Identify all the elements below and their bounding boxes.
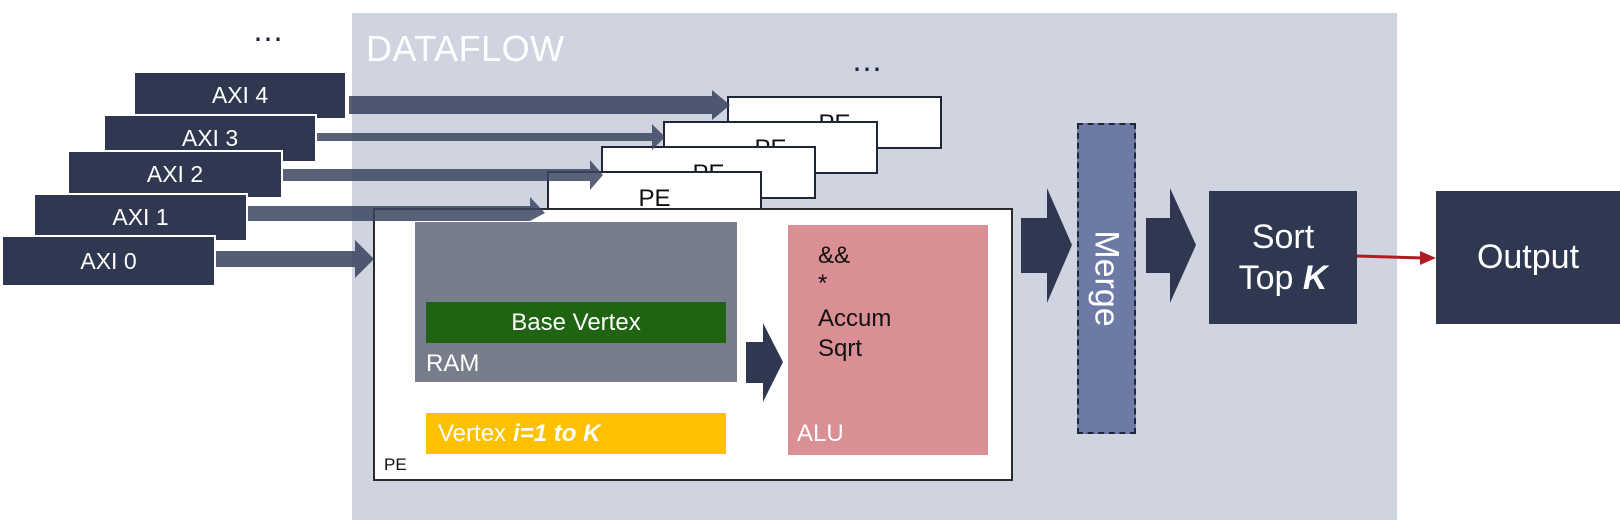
axi-3-arrow xyxy=(316,124,665,150)
topk-prefix: Top xyxy=(1238,258,1294,297)
axi-2-arrow xyxy=(283,160,603,190)
vertex-prefix: Vertex xyxy=(438,419,507,447)
pe-label: PE xyxy=(384,455,407,474)
axi-0-arrow xyxy=(215,240,374,278)
ram-to-alu-arrow xyxy=(746,323,783,402)
vertex-range-block: Vertex i=1 to K xyxy=(426,413,726,454)
sort-topk-block: Sort Top K xyxy=(1209,191,1357,324)
output-block: Output xyxy=(1436,191,1620,324)
alu-label: ALU xyxy=(797,420,844,447)
axi-port-4: AXI 4 xyxy=(133,71,347,120)
sort-to-output-arrow xyxy=(1356,254,1425,260)
topk-variable: K xyxy=(1302,258,1328,297)
pe-card-label: PE xyxy=(638,185,671,212)
axi-1-arrow xyxy=(248,197,545,221)
alu-op-and: && xyxy=(818,242,851,269)
topk-label: Top K xyxy=(1239,258,1328,299)
sort-to-output-arrowhead xyxy=(1420,251,1436,265)
alu-op-accum: Accum xyxy=(818,305,892,332)
axi-ellipsis: ⋯ xyxy=(253,23,285,56)
alu-block xyxy=(788,225,988,455)
sort-label: Sort xyxy=(1251,217,1315,256)
axi-port-2: AXI 2 xyxy=(67,150,283,199)
alu-op-multiply: * xyxy=(818,270,828,297)
axi-port-1: AXI 1 xyxy=(33,193,248,242)
vertex-range: i=1 to K xyxy=(513,419,601,447)
axi-4-arrow xyxy=(349,90,730,120)
pe-ellipsis: ⋯ xyxy=(852,53,884,86)
alu-op-sqrt: Sqrt xyxy=(818,335,863,362)
merge-to-sort-arrow xyxy=(1146,188,1196,303)
merge-block: Merge xyxy=(1077,123,1136,434)
pe-to-merge-arrow xyxy=(1021,188,1072,303)
axi-port-0: AXI 0 xyxy=(1,235,216,287)
base-vertex-block: Base Vertex xyxy=(426,302,726,343)
ram-label: RAM xyxy=(426,350,480,377)
dataflow-title: DATAFLOW xyxy=(366,28,565,69)
